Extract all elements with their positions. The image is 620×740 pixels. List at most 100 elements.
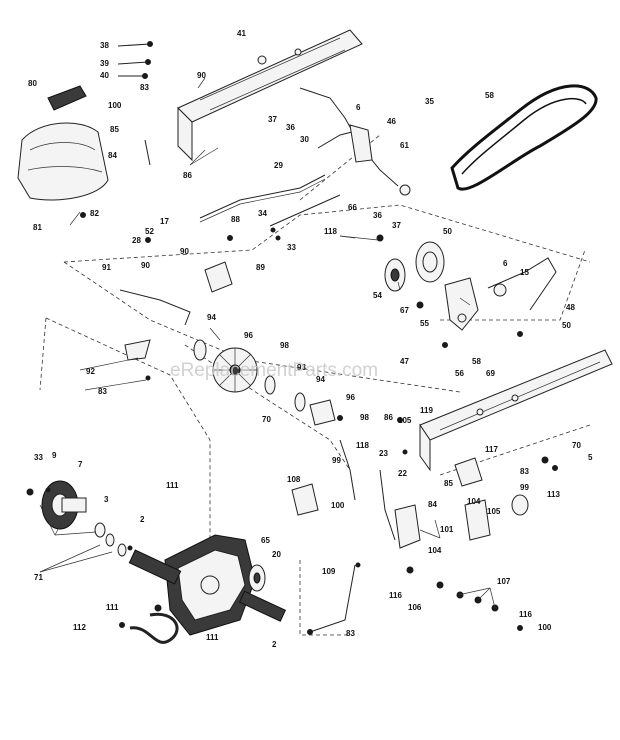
part-label-3: 3 <box>104 495 109 504</box>
part-label-2: 2 <box>140 515 145 524</box>
part-label-84: 94 <box>207 313 216 322</box>
wheel-hub <box>41 480 127 557</box>
part-label-94: 101 <box>440 525 454 534</box>
part-label-48: 50 <box>562 321 571 330</box>
part-label-64: 66 <box>348 203 357 212</box>
part-label-36: 35 <box>425 97 434 106</box>
part-label-7: 7 <box>78 460 83 469</box>
part-label-107: 111 <box>206 633 219 642</box>
part-label-72c: 83 <box>520 467 529 476</box>
part-label-112: 116 <box>389 591 402 600</box>
assembly-guide-lines <box>39 134 591 636</box>
part-label-90: 96 <box>346 393 355 402</box>
part-label-73: 84 <box>108 151 117 160</box>
part-label-55: 58 <box>472 357 481 366</box>
part-label-9: 9 <box>52 451 57 460</box>
part-label-106: 111 <box>106 603 119 612</box>
part-label-113: 116 <box>519 610 532 619</box>
part-label-2b: 2 <box>272 640 277 649</box>
part-label-89b: 99 <box>520 483 529 492</box>
part-label-87: 93 <box>297 363 306 372</box>
part-label-38: 37 <box>268 115 277 124</box>
part-label-56: 58 <box>485 91 494 100</box>
part-label-37: 36 <box>286 123 295 132</box>
part-label-5: 5 <box>588 453 593 462</box>
part-label-54: 56 <box>455 369 464 378</box>
part-label-67: 70 <box>262 415 271 424</box>
part-label-42: 41 <box>237 29 246 38</box>
shift-rod <box>199 174 341 227</box>
part-label-111: 113 <box>547 490 560 499</box>
part-label-40: 39 <box>100 59 109 68</box>
part-label-89c: 100 <box>538 623 552 632</box>
part-label-33: 33 <box>34 453 43 462</box>
part-label-79: 88 <box>231 215 240 224</box>
part-label-105: 109 <box>322 567 336 576</box>
upper-frame-rail <box>177 29 363 162</box>
part-label-67b: 70 <box>572 441 581 450</box>
part-label-50: 50 <box>443 227 452 236</box>
brake-bracket <box>119 261 233 361</box>
part-label-83: 92 <box>86 367 95 376</box>
part-label-47: 48 <box>566 303 575 312</box>
drive-belt <box>450 84 598 191</box>
part-label-99b: 105 <box>487 507 501 516</box>
part-label-48b: 47 <box>400 357 409 366</box>
part-label-108: 112 <box>73 623 86 632</box>
part-label-6: 6 <box>356 103 361 112</box>
part-label-72b: 83 <box>98 387 107 396</box>
part-label-58: 61 <box>400 141 409 150</box>
part-label-82: 91 <box>102 263 111 272</box>
pulley-assembly <box>384 241 479 331</box>
part-label-35: 34 <box>258 209 267 218</box>
part-number-labels: 38 39 40 41 80 83 90 100 85 84 86 81 82 … <box>28 29 593 649</box>
part-label-69: 71 <box>34 573 43 582</box>
leader-lines <box>39 77 496 609</box>
part-label-96: 104 <box>428 546 442 555</box>
part-label-66: 69 <box>486 369 495 378</box>
part-label-93: 100 <box>331 501 345 510</box>
part-label-52: 54 <box>373 291 382 300</box>
part-label-20: 20 <box>272 550 281 559</box>
part-label-100: 106 <box>408 603 422 612</box>
part-label-29: 29 <box>274 161 283 170</box>
part-label-72: 83 <box>140 83 149 92</box>
part-label-71: 81 <box>33 223 42 232</box>
part-label-98: 104 <box>467 497 481 506</box>
part-label-89: 100 <box>108 101 122 110</box>
part-label-99: 105 <box>398 416 412 425</box>
cooling-fan <box>193 339 336 426</box>
part-label-72d: 83 <box>346 629 355 638</box>
lower-frame-rail <box>419 349 613 472</box>
part-label-22: 22 <box>398 469 407 478</box>
part-label-17: 17 <box>160 217 169 226</box>
part-label-23: 23 <box>379 449 388 458</box>
part-label-28: 28 <box>132 236 141 245</box>
part-label-76: 85 <box>110 125 119 134</box>
part-label-118: 118 <box>356 441 369 450</box>
part-label-92: 99 <box>332 456 341 465</box>
part-label-77b: 86 <box>384 413 393 422</box>
part-label-73b: 84 <box>428 500 437 509</box>
part-label-117: 118 <box>324 227 337 236</box>
part-label-119: 119 <box>420 406 433 415</box>
part-label-88: 94 <box>316 375 325 384</box>
input-pulley <box>248 564 266 592</box>
part-label-101: 107 <box>497 577 511 586</box>
part-label-51: 52 <box>145 227 154 236</box>
part-label-41: 40 <box>100 71 109 80</box>
part-label-85: 96 <box>244 331 253 340</box>
part-label-81: 90 <box>197 71 206 80</box>
fender-shell <box>17 122 109 201</box>
part-label-76b: 85 <box>444 479 453 488</box>
part-label-109: 111 <box>166 481 179 490</box>
part-label-38b: 37 <box>392 221 401 230</box>
watermark-text: eReplacementParts.com <box>170 360 378 381</box>
part-label-104: 108 <box>287 475 301 484</box>
part-label-34: 33 <box>287 243 296 252</box>
part-label-39: 38 <box>100 41 109 50</box>
part-label-30: 30 <box>300 135 309 144</box>
transaxle <box>128 534 287 636</box>
